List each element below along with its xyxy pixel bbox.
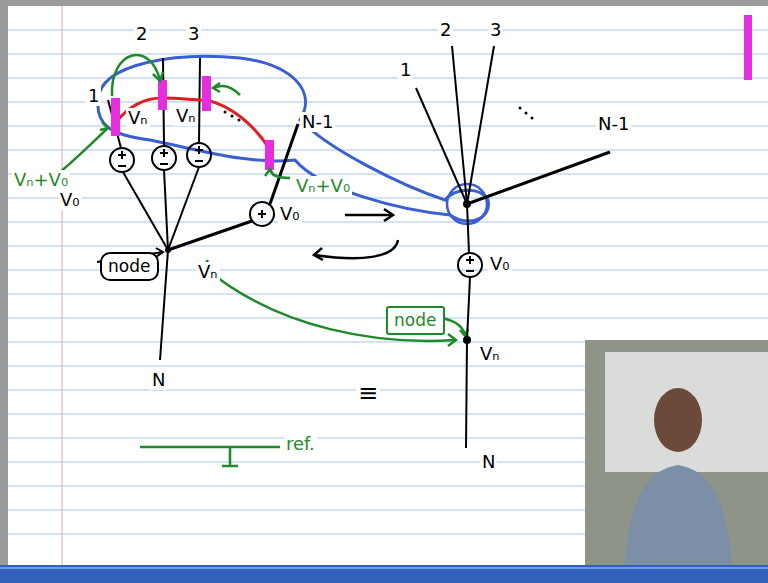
node-text: node bbox=[394, 311, 436, 330]
circuit-label: 2 bbox=[134, 24, 149, 44]
circuit-label: Vₙ+V₀ bbox=[12, 170, 70, 190]
circuit-label: V₀ bbox=[58, 190, 82, 210]
circuit-label: N bbox=[480, 452, 497, 472]
circuit-label: 1 bbox=[398, 60, 413, 80]
circuit-label: V₀ bbox=[278, 204, 302, 224]
circuit-label: 3 bbox=[488, 20, 503, 40]
circuit-label: N-1 bbox=[596, 114, 631, 134]
circuit-label: Vₙ bbox=[196, 262, 220, 282]
circuit-label: Vₙ bbox=[126, 108, 150, 128]
node-tag: node bbox=[100, 252, 159, 281]
circuit-label: N bbox=[150, 370, 167, 390]
circuit-label: Vₙ bbox=[174, 106, 198, 126]
node-text: node bbox=[108, 257, 150, 276]
circuit-label: ≡ bbox=[356, 380, 380, 406]
circuit-label: N-1 bbox=[300, 112, 335, 132]
circuit-label: 1 bbox=[86, 86, 101, 106]
node-tag: node bbox=[386, 306, 445, 335]
circuit-label: Vₙ+V₀ bbox=[294, 176, 352, 196]
circuit-label: ref. bbox=[284, 434, 317, 454]
circuit-label: 2 bbox=[438, 20, 453, 40]
circuit-label: Vₙ bbox=[478, 344, 502, 364]
circuit-label: 3 bbox=[186, 24, 201, 44]
circuit-label: V₀ bbox=[488, 254, 512, 274]
